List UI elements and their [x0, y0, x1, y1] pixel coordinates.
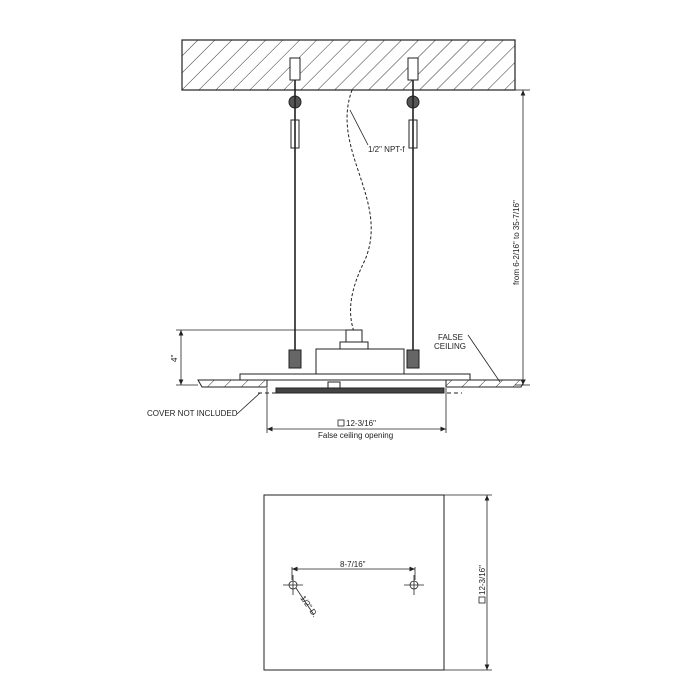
box-height-dimension: [176, 329, 346, 386]
box-height-label: 4": [170, 355, 179, 362]
height-range-label: from 6-2/16" to 35-7/16": [512, 200, 521, 285]
false-ceiling: [197, 379, 526, 388]
square-size-label: 12-3/16": [478, 565, 487, 595]
cover-leader: [236, 392, 261, 415]
opening-caption: False ceiling opening: [318, 431, 393, 440]
false-ceiling-label-1: FALSE: [438, 333, 463, 342]
hole-spacing-label: 8-7/16": [340, 560, 366, 569]
hanger-left: [288, 57, 302, 369]
ceiling-slab: [181, 39, 516, 91]
shower-head: [258, 381, 462, 394]
height-dimension: [515, 89, 530, 386]
pipe-label: 1/2" NPT-f: [368, 145, 405, 154]
hanger-right: [406, 57, 420, 369]
plan-square: [263, 494, 492, 671]
mounting-holes: [283, 566, 424, 616]
pipe-leader: [349, 109, 369, 146]
hole-diameter-label: 1/2" D.: [298, 594, 319, 619]
opening-size-label: 12-3/16": [346, 419, 376, 428]
false-ceiling-leader: [467, 334, 501, 383]
opening-dimension: [266, 388, 447, 433]
cover-label: COVER NOT INCLUDED: [147, 409, 238, 418]
shower-box: [239, 329, 471, 381]
flex-hose: [346, 89, 372, 336]
false-ceiling-label-2: CEILING: [434, 342, 466, 351]
